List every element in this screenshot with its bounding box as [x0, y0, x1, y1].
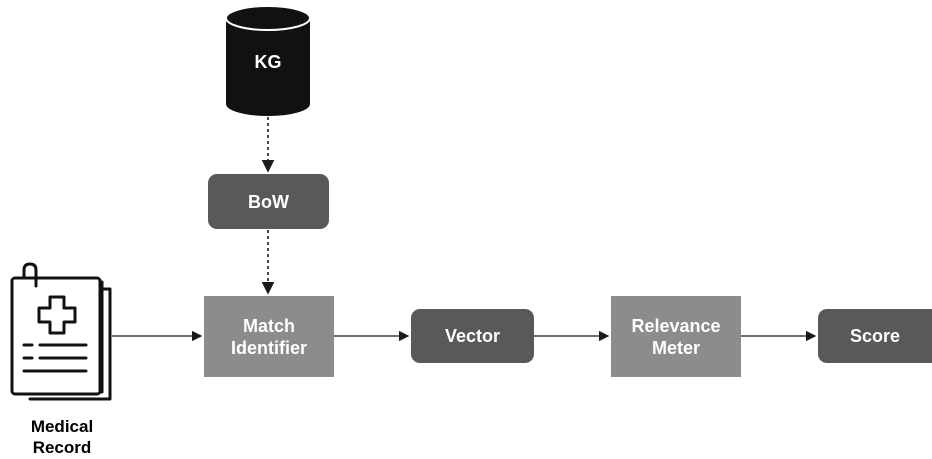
kg-text: KG	[254, 52, 282, 72]
kg-label: KG	[226, 40, 310, 84]
match-identifier-text: Match Identifier	[230, 315, 307, 358]
score-text: Score	[849, 326, 901, 346]
match-identifier-node: Match Identifier	[204, 296, 334, 377]
bow-text: BoW	[248, 191, 289, 212]
vector-text: Vector	[444, 326, 501, 346]
vector-node: Vector	[411, 309, 534, 363]
relevance-meter-text: Relevance Meter	[631, 315, 721, 358]
medical-record-label: Medical Record	[10, 416, 114, 458]
bow-node: BoW	[208, 174, 329, 229]
medical-record-text: Medical Record	[30, 417, 94, 457]
score-node: Score	[818, 309, 932, 363]
medical-record-icon	[10, 262, 112, 401]
kg-database-icon	[225, 5, 311, 116]
relevance-meter-node: Relevance Meter	[611, 296, 741, 377]
